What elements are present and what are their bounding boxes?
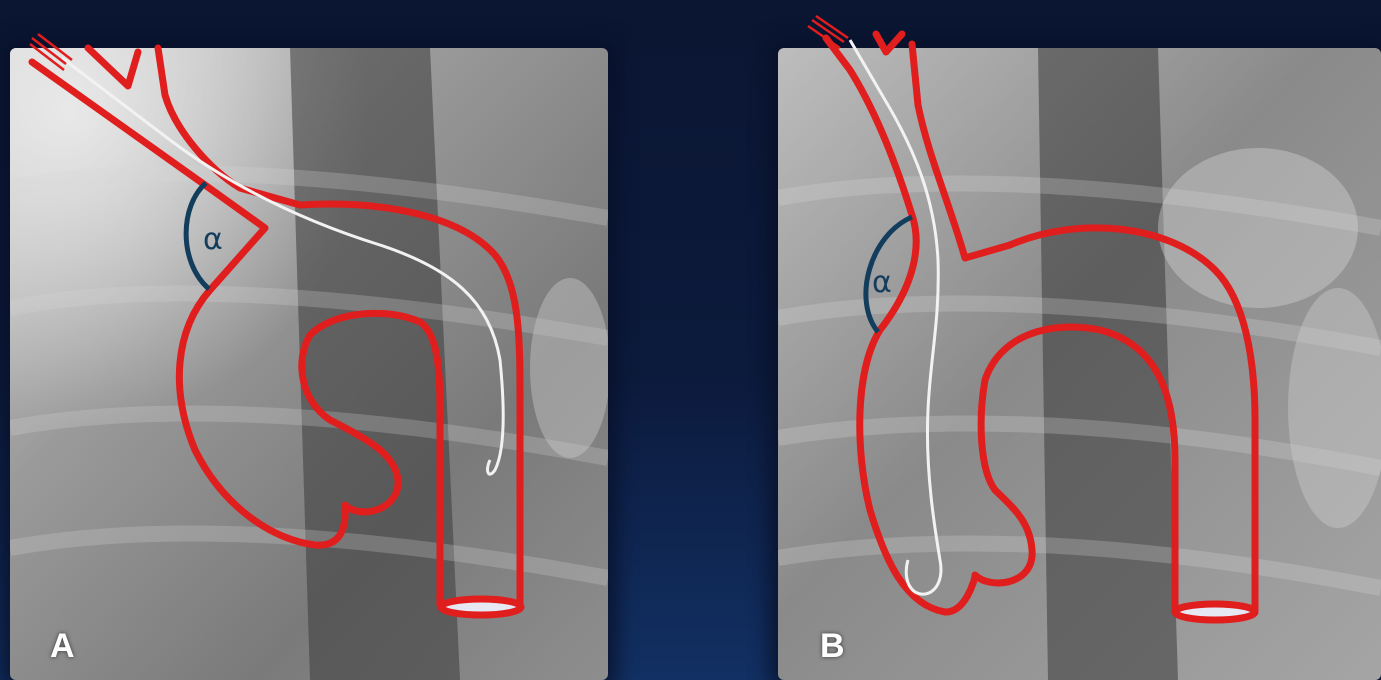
angle-alpha-a: α — [203, 222, 223, 257]
aorta-outline-b — [826, 34, 1255, 620]
angle-marker-a: α — [186, 183, 223, 289]
catheter-a — [30, 34, 503, 474]
aorta-outline-a — [32, 48, 521, 615]
angle-alpha-b: α — [872, 265, 892, 300]
